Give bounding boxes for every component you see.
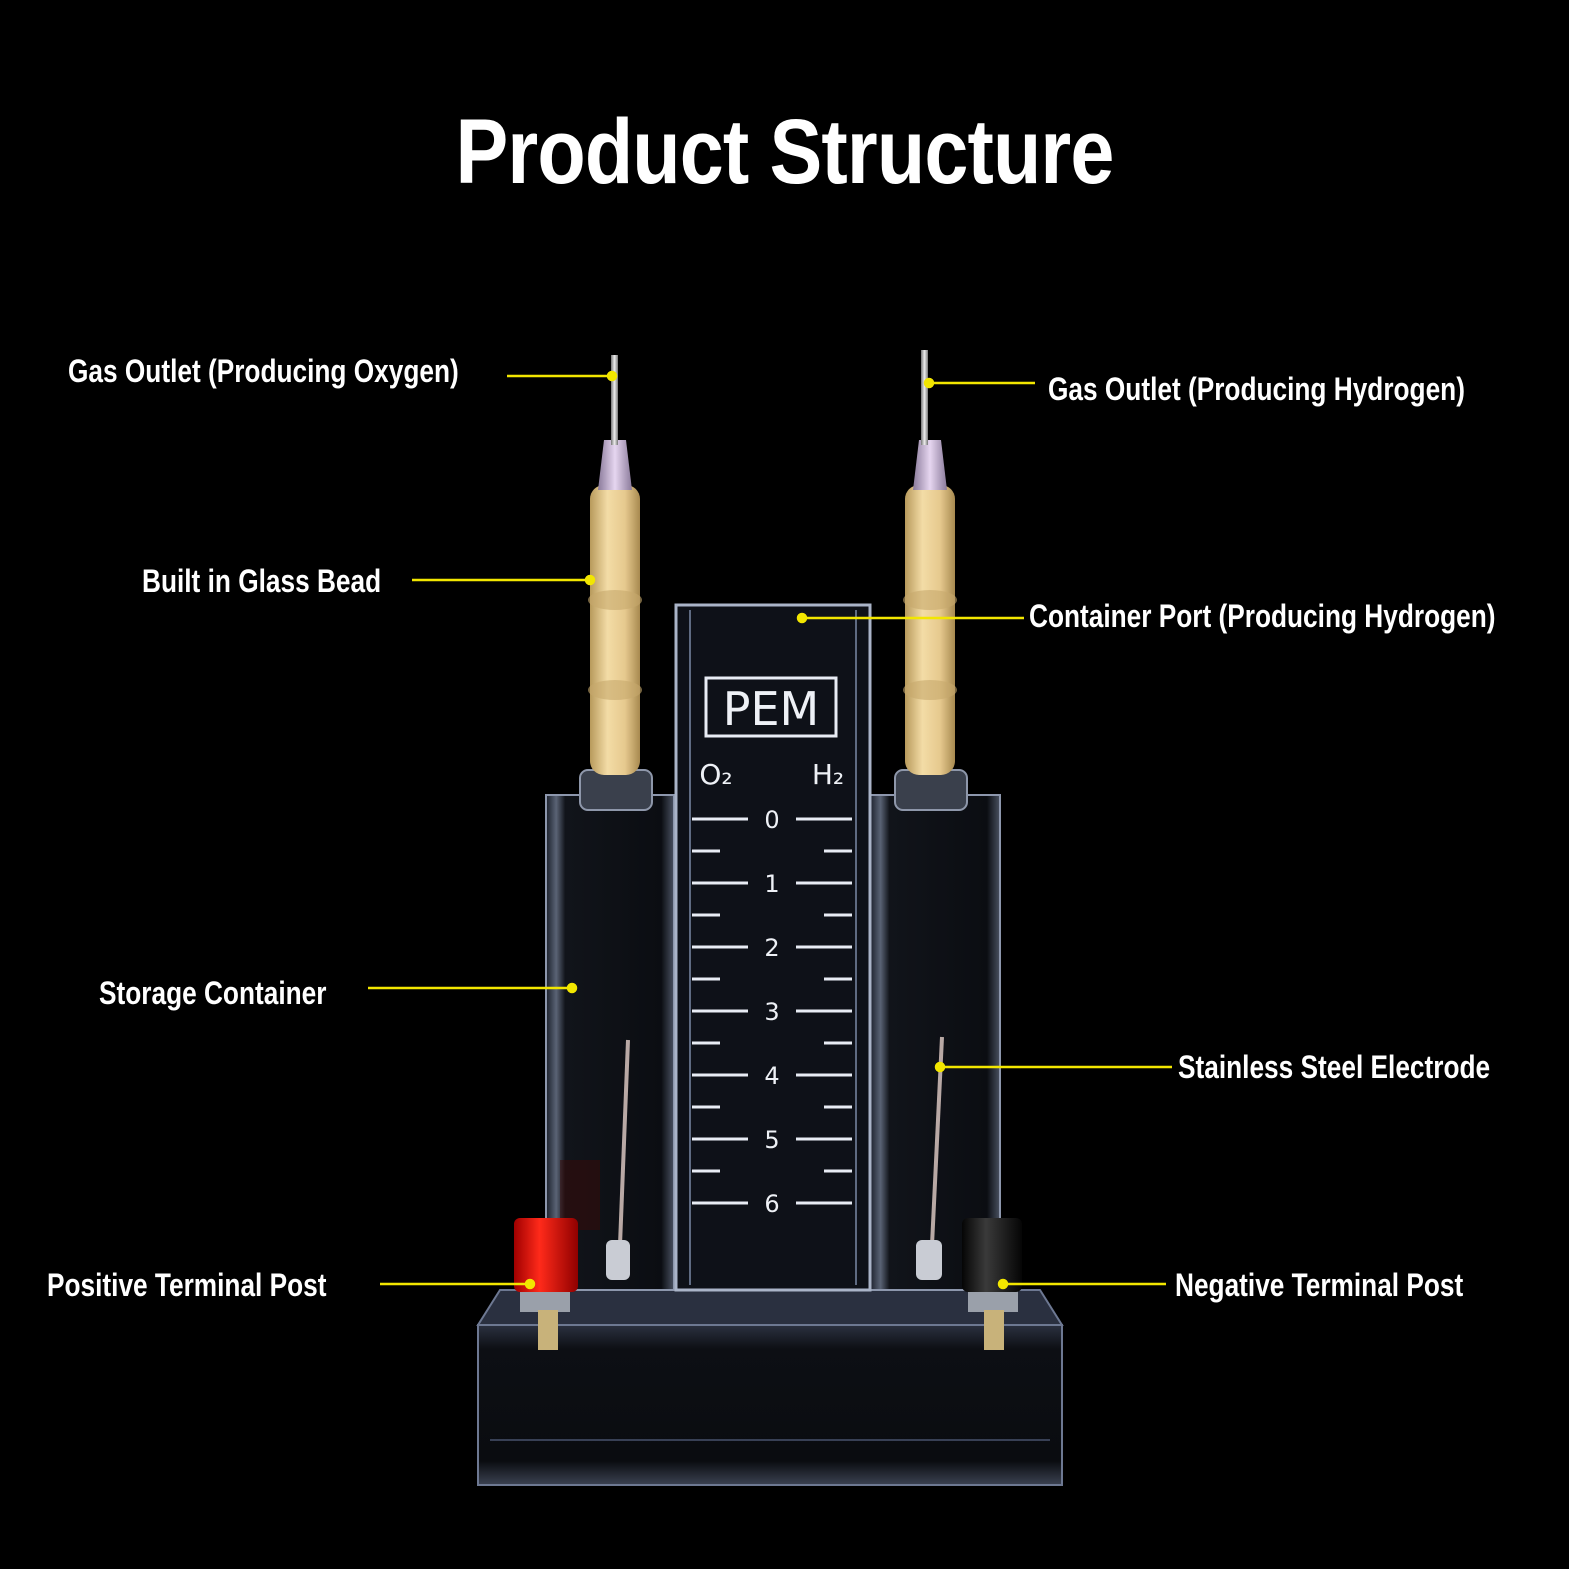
scale-number-1: 1 — [764, 870, 779, 898]
scale-number-6: 6 — [764, 1190, 779, 1218]
left-electrode — [606, 1039, 630, 1280]
hydrogen-symbol: H₂ — [812, 758, 844, 791]
oxygen-tube-assembly — [579, 355, 653, 811]
oxygen-symbol: O₂ — [699, 758, 732, 791]
negative-terminal-post — [962, 1218, 1022, 1350]
label-negative-terminal: Negative Terminal Post — [1175, 1267, 1464, 1303]
label-glass-bead: Built in Glass Bead — [142, 563, 382, 599]
label-gas-outlet-oxygen: Gas Outlet (Producing Oxygen) — [68, 353, 459, 389]
positive-terminal-post — [514, 1218, 578, 1350]
base-block — [476, 1289, 1064, 1486]
label-container-port-hydrogen: Container Port (Producing Hydrogen) — [1029, 598, 1496, 634]
hydrogen-tube-assembly — [894, 350, 968, 811]
scale-number-2: 2 — [764, 934, 779, 962]
scale-number-0: 0 — [764, 806, 779, 834]
scale-ticks — [692, 817, 852, 1205]
label-storage-container: Storage Container — [99, 975, 327, 1011]
scale-numbers: 0 1 2 3 4 5 6 — [764, 806, 779, 1218]
label-gas-outlet-hydrogen: Gas Outlet (Producing Hydrogen) — [1048, 371, 1465, 407]
left-storage-container — [545, 794, 675, 1291]
label-positive-terminal: Positive Terminal Post — [47, 1267, 327, 1303]
label-stainless-electrode: Stainless Steel Electrode — [1178, 1049, 1491, 1085]
leader-lines — [368, 370, 1172, 1290]
scale-number-5: 5 — [764, 1126, 779, 1154]
scale-number-3: 3 — [764, 998, 779, 1026]
scale-number-4: 4 — [764, 1062, 779, 1090]
page-title: Product Structure — [455, 101, 1115, 203]
pem-badge: PEM — [723, 682, 820, 736]
